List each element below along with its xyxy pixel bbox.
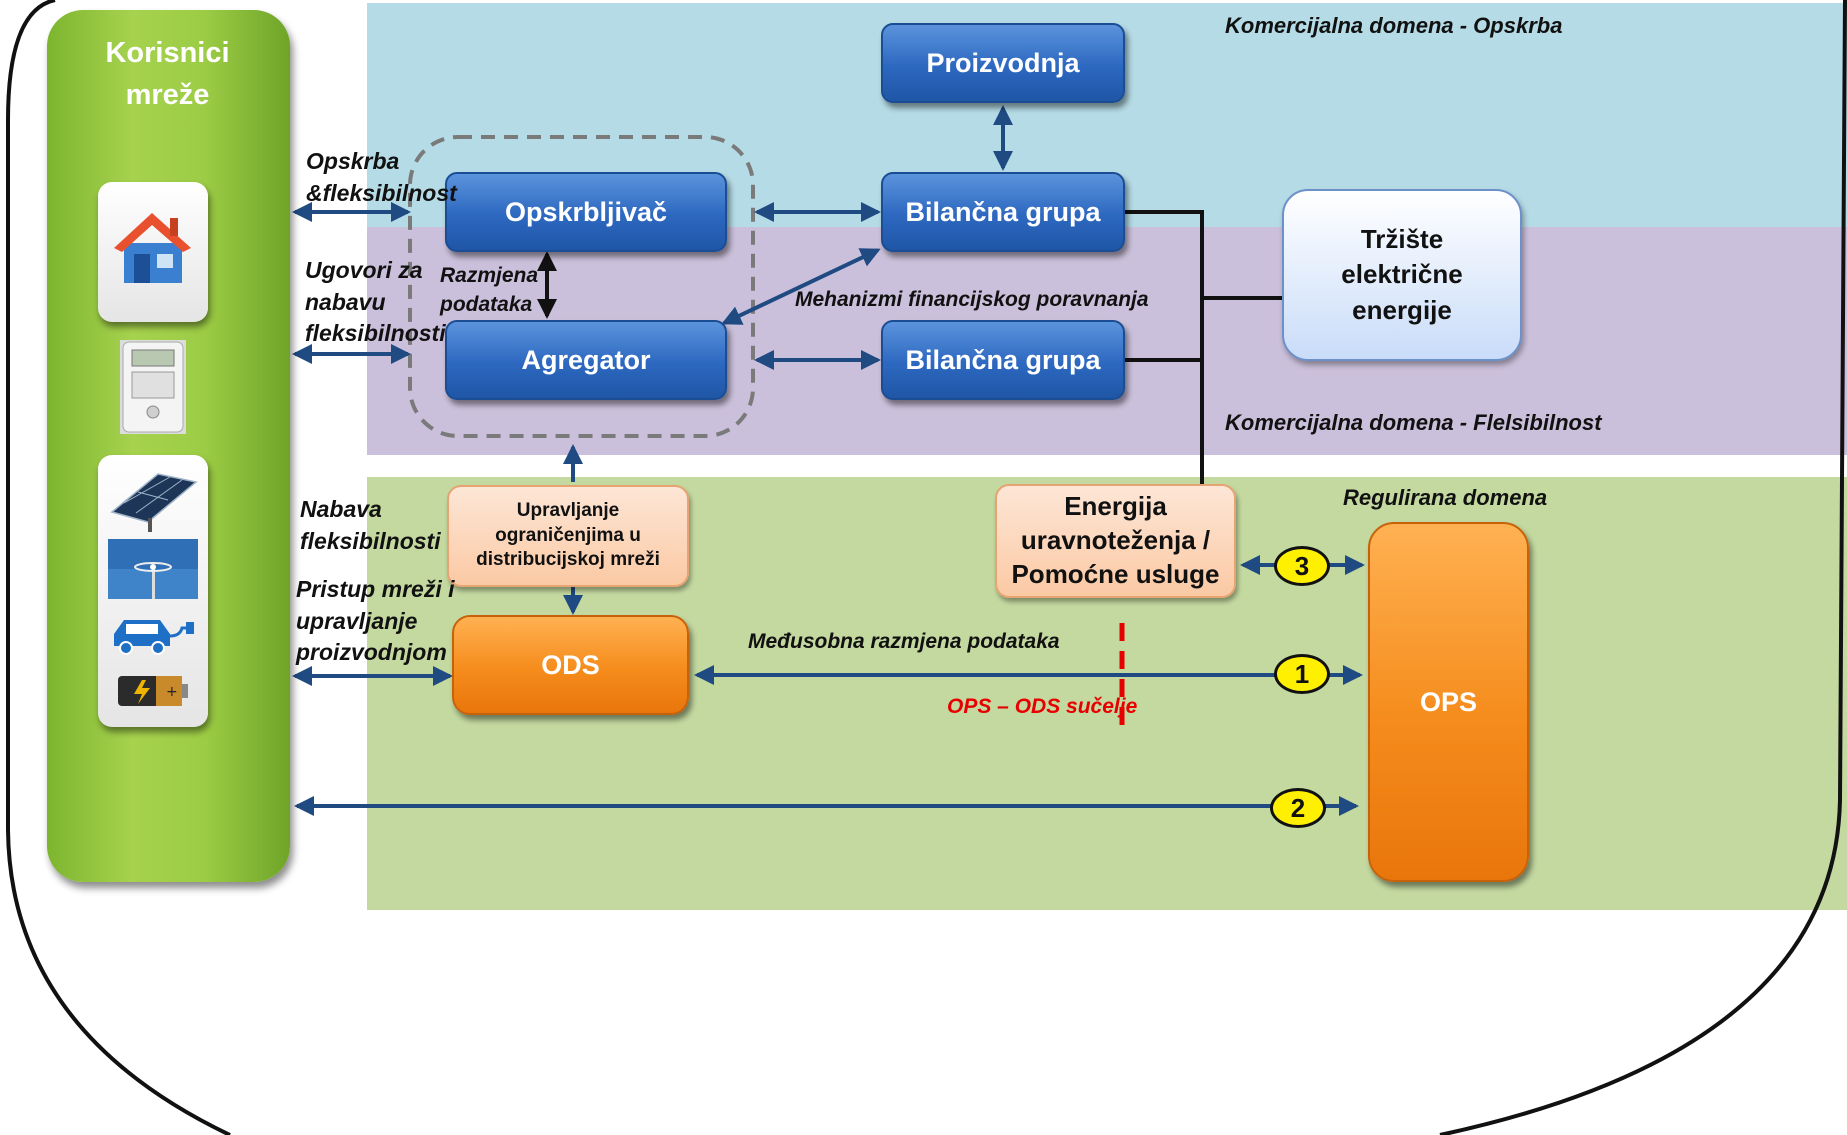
badge-users-tso: 2: [1270, 788, 1326, 828]
flexibility-procurement-label: Nabava fleksibilnosti: [300, 496, 441, 554]
tso-box: OPS: [1368, 522, 1529, 882]
mutual-data-exchange-label: Međusobna razmjena podataka: [748, 630, 1060, 653]
production-box: Proizvodnja: [881, 23, 1125, 103]
flexibility-domain-label: Komercijalna domena - Flelsibilnost: [1225, 410, 1602, 435]
arrow-aggregator-balance-1: [721, 248, 881, 325]
electricity-market-box: Tržište električne energije: [1282, 189, 1522, 361]
wind-turbine-icon: [108, 539, 198, 599]
tso-dso-interface-label: OPS – ODS sučelje: [947, 695, 1138, 718]
solar-panel-icon: [110, 473, 198, 532]
badge-dso-tso: 1: [1274, 654, 1330, 694]
supplier-box: Opskrbljivač: [445, 172, 727, 252]
svg-text:+: +: [166, 684, 178, 700]
network-users-title: Korisnici mreže: [105, 37, 230, 112]
smart-meter-icon: [122, 341, 184, 433]
dso-box: ODS: [452, 615, 689, 715]
data-exchange-label: Razmjena podataka: [440, 264, 539, 316]
electric-car-icon: [114, 620, 194, 655]
supply-flexibility-label: Opskrba &fleksibilnost: [306, 148, 457, 206]
flexibility-contracts-label: Ugovori za nabavu fleksibilnosti: [305, 257, 446, 347]
financial-settlement-label: Mehanizmi financijskog poravnanja: [795, 288, 1149, 311]
network-users-panel: [47, 10, 290, 882]
regulated-domain-label: Regulirana domena: [1343, 485, 1548, 510]
balancing-services-box: Energija uravnoteženja / Pomoćne usluge: [995, 484, 1236, 598]
supply-domain-label: Komercijalna domena - Opskrba: [1225, 13, 1563, 38]
grid-access-label: Pristup mreži i upravljanje proizvodnjom: [296, 576, 455, 666]
battery-icon: +: [118, 676, 188, 706]
aggregator-box: Agregator: [445, 320, 727, 400]
balance-group-1-box: Bilančna grupa: [881, 172, 1125, 252]
outer-frame: [6, 0, 1847, 1135]
badge-balancing: 3: [1274, 546, 1330, 586]
dso-constraints-box: Upravljanje ograničenjima u distribucijs…: [447, 485, 689, 587]
house-icon: [114, 213, 191, 283]
balance-group-2-box: Bilančna grupa: [881, 320, 1125, 400]
